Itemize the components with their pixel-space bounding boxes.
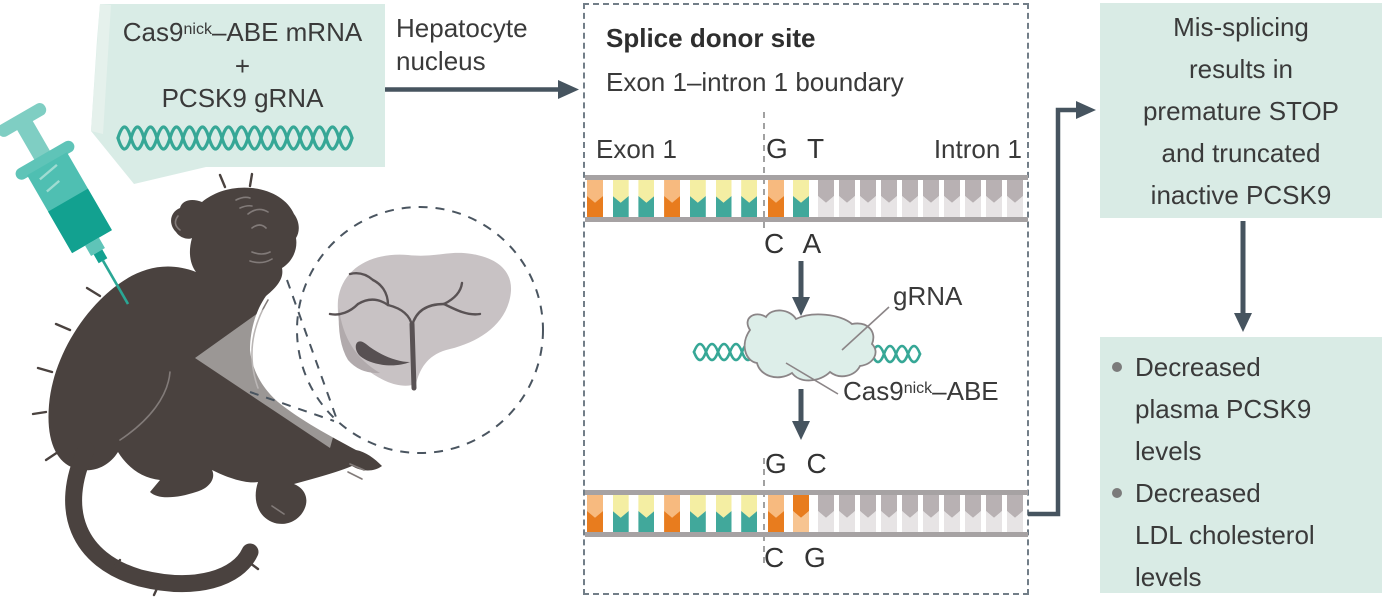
intron1-label: Intron 1 <box>933 134 1022 164</box>
base-pair <box>881 495 897 532</box>
abe-mrna-text: –ABE mRNA <box>211 17 363 47</box>
missplicing-text: Mis-splicing results in premature STOP a… <box>1142 12 1340 210</box>
strand-bottom-rail <box>585 217 1028 222</box>
base-pair <box>587 180 603 217</box>
decreased-pcsk9-text: Decreased plasma PCSK9 levels <box>1135 352 1312 466</box>
base-pair <box>638 180 655 217</box>
connector-elbow-arrow <box>1028 101 1096 517</box>
base-pair <box>638 495 655 532</box>
base-pair <box>1007 495 1023 532</box>
bullet-icon <box>1112 362 1122 372</box>
hepatocyte-arrow <box>385 80 579 99</box>
base-pair <box>818 495 834 532</box>
mrna-helix-icon <box>116 125 354 151</box>
splice-panel-subtitle: Exon 1–intron 1 boundary <box>606 67 904 97</box>
outcome-arrow <box>1234 221 1252 332</box>
dna-strand-after-editing <box>585 490 1028 537</box>
injection-card-title: Cas9nick–ABE mRNA <box>100 16 385 49</box>
base-pair <box>715 495 732 532</box>
monkey-illustration <box>31 172 383 597</box>
grna-label: gRNA <box>893 281 963 311</box>
base-pair <box>923 180 939 217</box>
missplicing-box <box>1100 3 1382 218</box>
cas9-abe-label: Cas9nick–ABE <box>843 375 999 408</box>
base-pair <box>860 180 876 217</box>
base-pair <box>839 180 855 217</box>
base-pair <box>612 495 629 532</box>
syringe-icon <box>0 103 130 305</box>
exon1-label: Exon 1 <box>596 134 677 164</box>
base-pair <box>944 180 960 217</box>
base-pair <box>902 495 918 532</box>
bases-before-top: G T <box>766 133 831 164</box>
bullet-icon <box>1112 488 1122 498</box>
base-pair <box>768 180 784 217</box>
base-pair <box>965 495 981 532</box>
base-pair <box>986 180 1002 217</box>
base-pair <box>689 495 706 532</box>
nick-superscript: nick <box>903 380 933 397</box>
base-pair <box>587 495 603 532</box>
injection-card-plus: + <box>234 51 251 81</box>
bases-after-top: G C <box>765 448 833 479</box>
base-pair <box>818 180 834 217</box>
magnifier-circle <box>296 206 544 454</box>
magnifier-cone <box>195 215 395 448</box>
cas9-text: Cas9 <box>843 376 904 406</box>
base-pair <box>793 495 809 532</box>
magnifier-cone-edges <box>249 279 337 422</box>
base-pair <box>741 495 758 532</box>
dna-strand-before-editing <box>585 175 1028 222</box>
list-item: Decreased plasma PCSK9 levels <box>1112 346 1378 472</box>
bases-before-bottom: C A <box>764 228 828 259</box>
nick-superscript: nick <box>183 21 212 38</box>
strand-bottom-rail <box>585 532 1028 537</box>
bases-after-bottom: C G <box>764 542 832 573</box>
injection-card-grna: PCSK9 gRNA <box>161 83 324 113</box>
base-pair <box>664 180 681 217</box>
base-pair <box>664 495 681 532</box>
list-item: Decreased LDL cholesterol levels <box>1112 472 1378 598</box>
base-pair <box>689 180 706 217</box>
base-pair <box>965 180 981 217</box>
base-pair <box>768 495 784 532</box>
base-pair <box>860 495 876 532</box>
decreased-levels-box <box>1100 337 1382 593</box>
hepatocyte-nucleus-label: Hepatocyte nucleus <box>396 13 528 76</box>
cas9-text: Cas9 <box>122 17 184 47</box>
abe-text: –ABE <box>932 376 999 406</box>
base-pair <box>986 495 1002 532</box>
base-pair <box>715 180 732 217</box>
base-pair <box>839 495 855 532</box>
base-pair <box>612 180 629 217</box>
base-pair <box>741 180 758 217</box>
base-pair <box>793 180 809 217</box>
strand-top-rail <box>585 490 1028 495</box>
base-pair <box>902 180 918 217</box>
decreased-levels-list: Decreased plasma PCSK9 levels Decreased … <box>1112 346 1378 598</box>
splice-panel-title: Splice donor site <box>606 23 816 53</box>
base-pair <box>881 180 897 217</box>
base-pair <box>923 495 939 532</box>
decreased-ldl-text: Decreased LDL cholesterol levels <box>1135 478 1315 592</box>
strand-top-rail <box>585 175 1028 180</box>
liver-icon <box>328 252 512 391</box>
base-pair <box>944 495 960 532</box>
base-pair <box>1007 180 1023 217</box>
